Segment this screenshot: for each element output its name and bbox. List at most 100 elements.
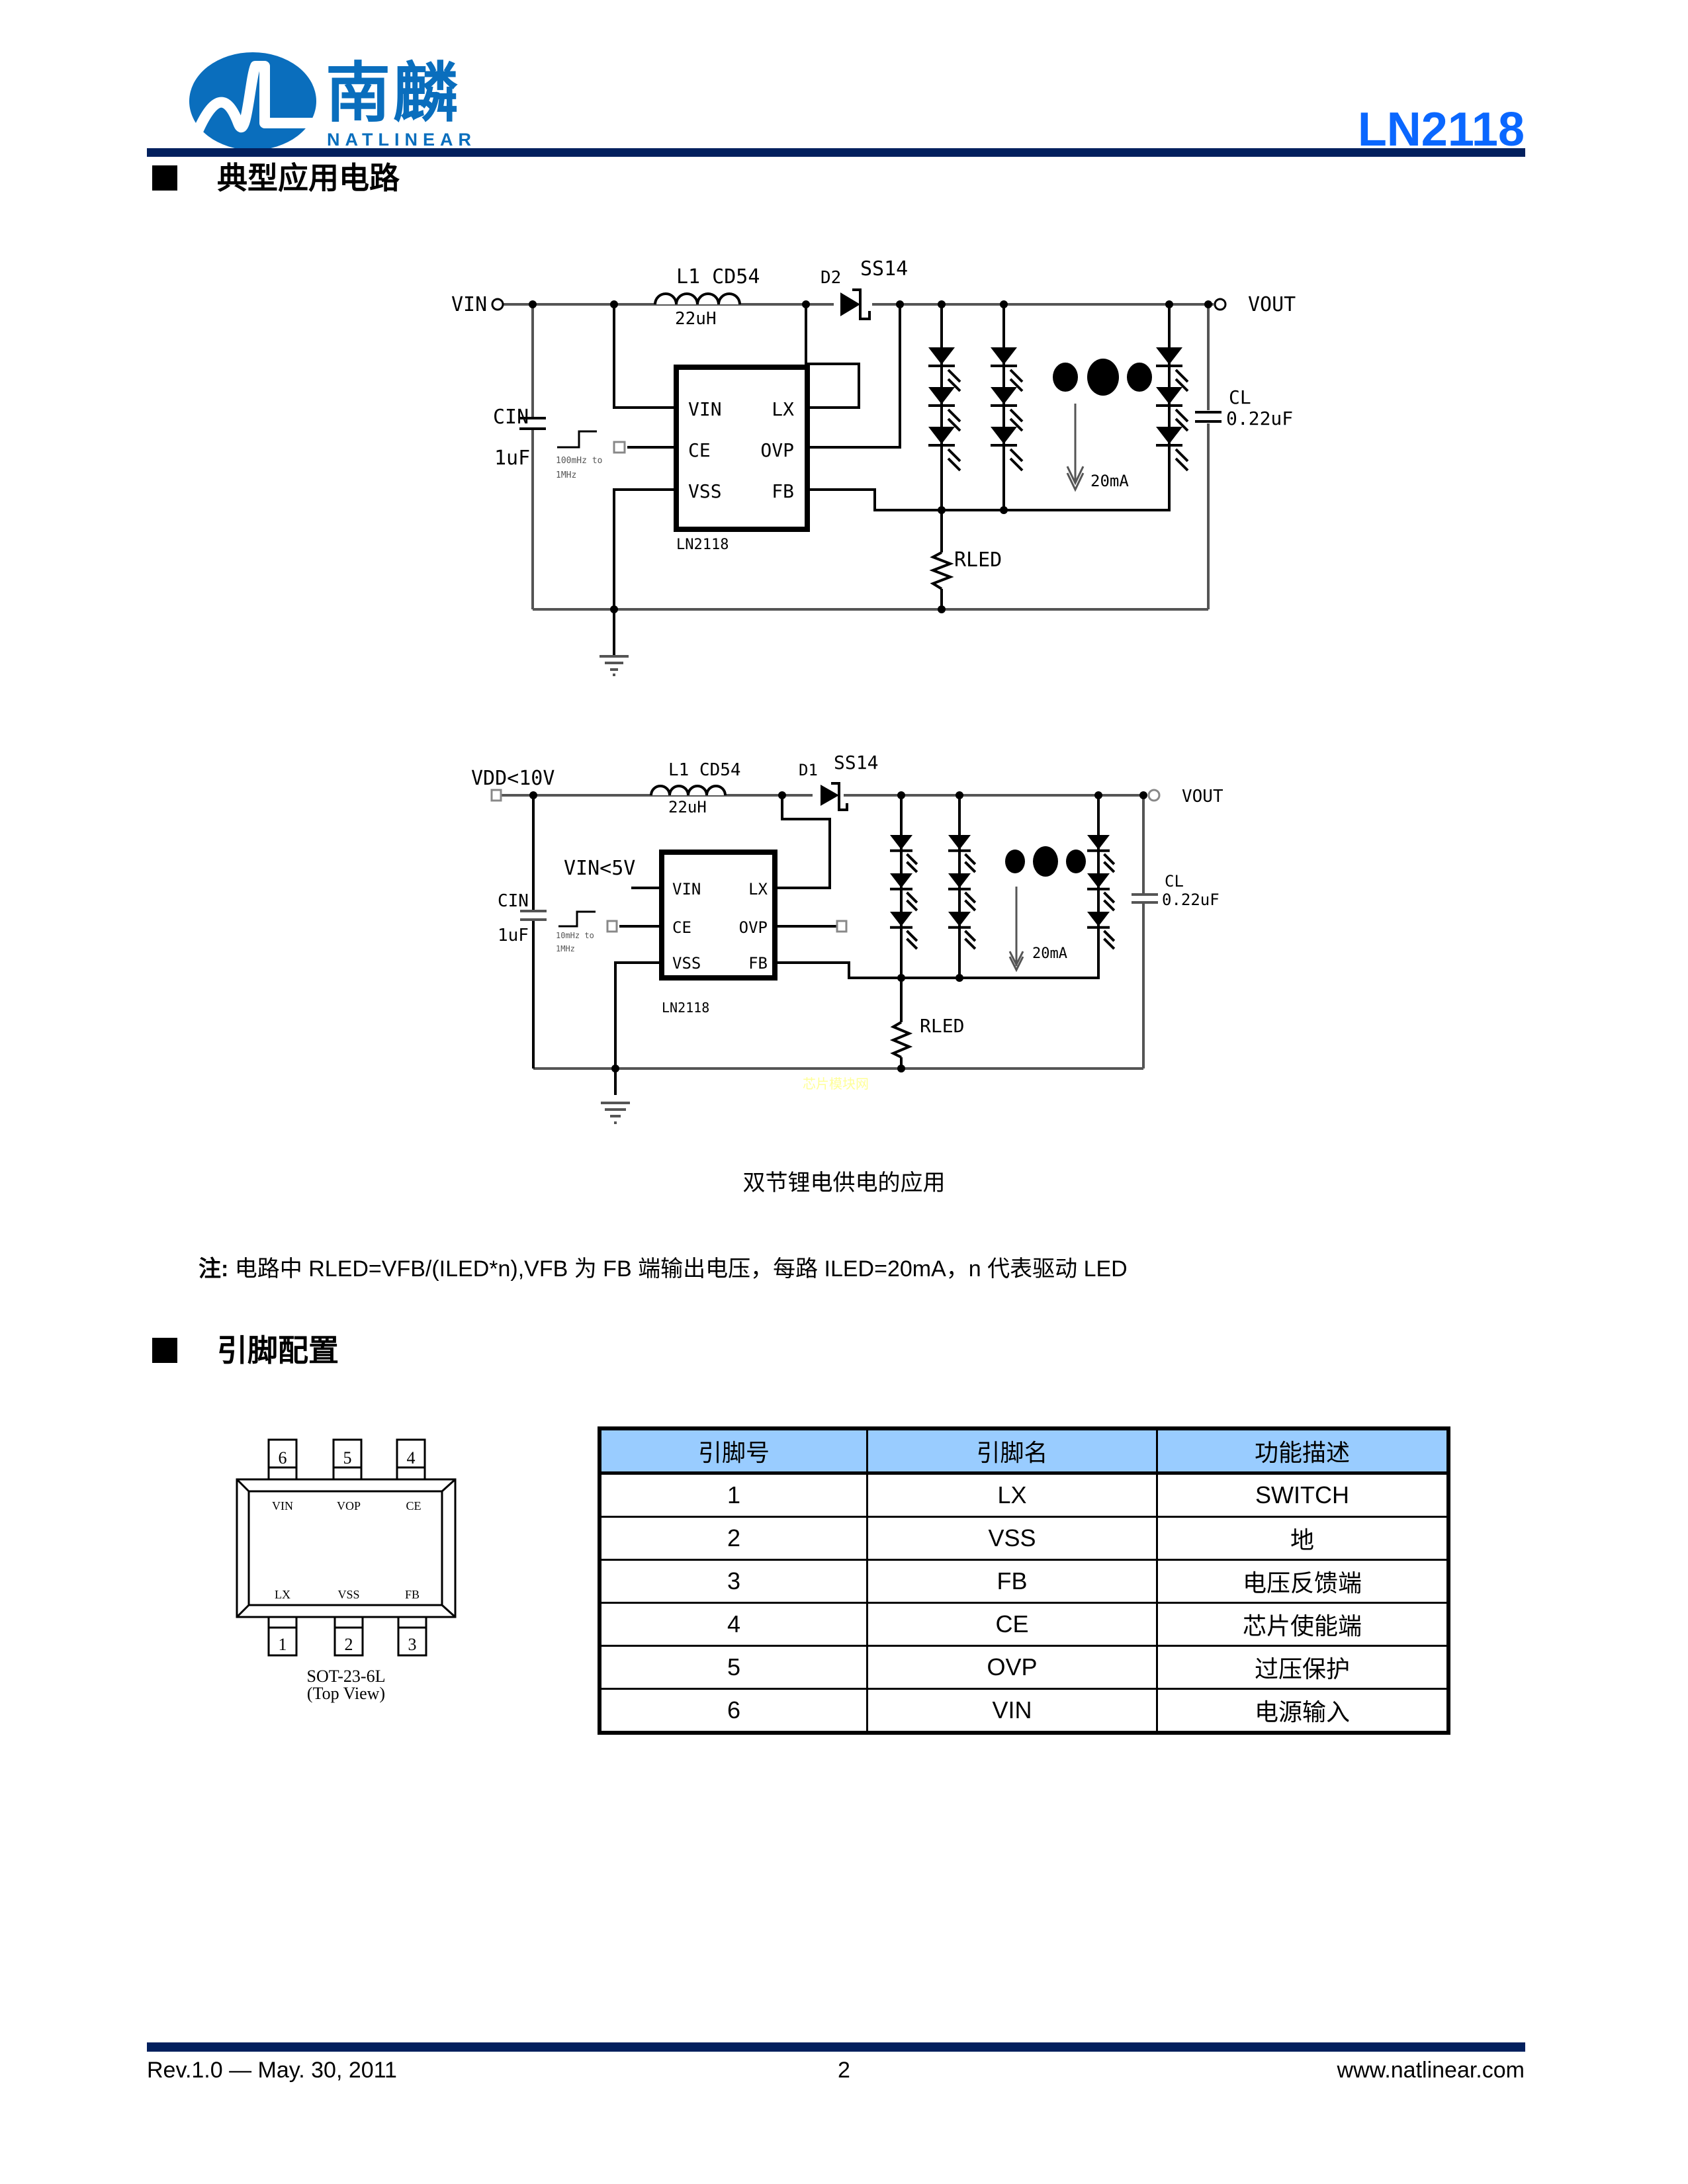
label-led-current: 20mA <box>1090 472 1129 490</box>
schottky-diode-icon <box>840 288 871 320</box>
cell-pin-name: OVP <box>866 1645 1158 1690</box>
pin-label-ce: CE <box>406 1499 421 1512</box>
pin-label-vss: VSS <box>337 1588 359 1601</box>
label-inductor-ref: L1 CD54 <box>668 760 741 780</box>
label-diode-ref: D2 <box>821 268 841 288</box>
led-icon <box>991 387 1024 432</box>
note-label: 注: <box>199 1256 229 1282</box>
ic-pin-ovp: OVP <box>739 918 768 937</box>
package-view: (Top View) <box>307 1684 385 1703</box>
led-icon <box>948 873 977 912</box>
led-icon <box>1156 347 1189 392</box>
cell-function: 过压保护 <box>1156 1645 1450 1690</box>
package-pinout-diagram: 6 5 4 1 2 3 VIN VOP CE LX VSS FB SOT-23-… <box>236 1438 457 1703</box>
ic-pin-vss: VSS <box>688 480 722 502</box>
pin-label-vop: VOP <box>337 1499 361 1512</box>
junction-dots <box>529 791 1147 1072</box>
led-string-group <box>890 835 1116 950</box>
junction-dots <box>529 300 1212 613</box>
label-diode-part: SS14 <box>860 257 908 281</box>
ic-ln2118-box <box>674 365 810 532</box>
label-cin: CIN <box>498 891 529 911</box>
ce-input-terminal <box>606 920 618 933</box>
section-title: 引脚配置 <box>217 1333 339 1368</box>
capacitor-cin-icon <box>520 910 547 921</box>
label-diode-ref: D1 <box>799 761 818 779</box>
cell-pin-number: 5 <box>598 1645 868 1690</box>
cell-pin-number: 3 <box>598 1559 868 1604</box>
cell-function: SWITCH <box>1156 1472 1450 1518</box>
package-pin-lead <box>333 1616 364 1657</box>
label-cl: CL <box>1229 386 1251 408</box>
footer-website[interactable]: www.natlinear.com <box>1337 2058 1525 2083</box>
pin-number-1: 1 <box>279 1635 287 1654</box>
led-icon <box>991 347 1024 392</box>
label-inductor-ref: L1 CD54 <box>676 265 760 288</box>
label-cl-value: 0.22uF <box>1226 408 1293 429</box>
cell-pin-name: VIN <box>866 1688 1158 1734</box>
cell-function: 芯片使能端 <box>1156 1602 1450 1647</box>
cell-pin-name: VSS <box>866 1516 1158 1561</box>
led-icon <box>928 347 961 392</box>
led-icon <box>1156 427 1189 472</box>
pin-label-vin: VIN <box>272 1499 293 1512</box>
header-rule <box>147 148 1525 157</box>
led-icon <box>948 835 977 873</box>
ic-pin-ovp: OVP <box>760 439 794 461</box>
ground-icon <box>600 655 629 676</box>
ic-pin-vin: VIN <box>688 398 722 420</box>
label-vin: VIN <box>451 293 487 316</box>
label-cin-value: 1uF <box>498 926 529 945</box>
ground-icon <box>601 1102 630 1124</box>
pin-number-6: 6 <box>279 1448 287 1467</box>
cell-function: 电压反馈端 <box>1156 1559 1450 1604</box>
circuit-note: 注: 电路中 RLED=VFB/(ILED*n),VFB 为 FB 端输出电压，… <box>199 1250 1128 1283</box>
ovp-terminal <box>836 920 848 933</box>
pin-number-4: 4 <box>407 1448 416 1467</box>
bullet-square-icon <box>152 1338 177 1363</box>
footer-rule <box>147 2042 1525 2052</box>
label-ce-signal-2: 1MHz <box>556 470 576 480</box>
pulse-signal-icon <box>558 910 596 928</box>
label-cl: CL <box>1165 872 1184 891</box>
capacitor-cin-icon <box>519 417 546 430</box>
current-arrow-icon <box>1008 887 1024 973</box>
natlinear-logo-icon <box>189 52 316 150</box>
column-header-pin-name: 引脚名 <box>866 1427 1158 1475</box>
led-icon <box>1087 835 1116 873</box>
vdd-terminal <box>490 789 502 802</box>
ic-pin-ce: CE <box>672 918 691 937</box>
column-header-function: 功能描述 <box>1156 1427 1450 1475</box>
ce-input-terminal <box>613 441 626 454</box>
ellipsis-dots-icon <box>1053 359 1152 396</box>
table-header-row: 引脚号 引脚名 功能描述 <box>598 1427 1450 1475</box>
label-led-current: 20mA <box>1032 945 1067 962</box>
label-inductor-value: 22uH <box>668 798 707 816</box>
label-ce-signal-1: 10mHz to <box>556 931 594 940</box>
footer-page-number: 2 <box>838 2058 850 2083</box>
label-diode-part: SS14 <box>834 752 878 773</box>
inductor-icon <box>654 292 741 305</box>
label-ic-name: LN2118 <box>662 1000 709 1016</box>
led-string-group <box>928 347 1189 472</box>
ic-ln2118-box <box>659 850 777 981</box>
figure-caption: 双节锂电供电的应用 <box>742 1170 946 1196</box>
cell-function: 地 <box>1156 1516 1450 1561</box>
cell-pin-number: 1 <box>598 1472 868 1518</box>
label-cin-value: 1uF <box>494 447 530 470</box>
label-vdd: VDD<10V <box>471 767 555 790</box>
package-pin-lead <box>267 1616 298 1657</box>
ic-pin-lx: LX <box>772 398 794 420</box>
label-cl-value: 0.22uF <box>1162 891 1220 909</box>
label-ce-signal-1: 100mHz to <box>556 456 602 466</box>
label-vout: VOUT <box>1182 787 1223 807</box>
pulse-signal-icon <box>557 430 597 449</box>
ic-pin-vin: VIN <box>672 880 701 898</box>
led-icon <box>928 387 961 432</box>
led-icon <box>948 912 977 950</box>
led-icon <box>991 427 1024 472</box>
